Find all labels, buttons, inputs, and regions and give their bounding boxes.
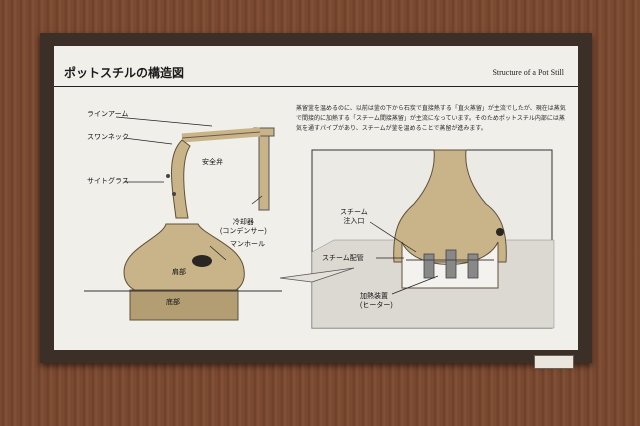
heater-tube-1	[423, 253, 435, 279]
wall-plate	[534, 355, 574, 369]
pot-still-diagram	[84, 116, 555, 329]
heater-tube-2	[445, 249, 457, 279]
label-condenser: 冷却器 (コンデンサー)	[220, 219, 267, 235]
still-base-shape	[129, 289, 239, 321]
inset-still-shape	[393, 149, 507, 263]
sign-title-en: Structure of a Pot Still	[492, 68, 564, 77]
label-lyne-arm: ラインアーム	[87, 111, 129, 118]
heater-tube-3	[467, 253, 479, 279]
swan-neck-shape	[171, 139, 191, 219]
label-bottom: 底部	[166, 299, 180, 306]
label-sight-glass: サイトグラス	[87, 178, 129, 185]
sign-title-jp: ポットスチルの構造図	[64, 66, 185, 80]
leader-lyne-arm	[115, 116, 213, 127]
label-heater: 加熱装置 (ヒーター)	[360, 293, 393, 309]
sign-description: 蒸留釜を温めるのに、以前は釜の下から石炭で直接熱する「直火蒸留」が主流でしたが、…	[296, 106, 566, 132]
label-steam-inlet: スチーム 注入口	[340, 209, 368, 225]
zoom-wedge	[279, 267, 355, 283]
label-safety-valve: 安全弁	[202, 159, 223, 166]
label-shoulder: 肩部	[172, 269, 186, 276]
label-steam-pipe: スチーム配管	[322, 255, 364, 262]
condenser-shape	[258, 131, 270, 211]
sign-header: ポットスチルの構造図 Structure of a Pot Still	[54, 60, 578, 87]
leader-heater	[391, 275, 439, 295]
leader-steam-inlet	[369, 221, 417, 253]
lyne-arm-outline	[181, 131, 261, 139]
leader-manhole	[209, 245, 227, 261]
label-swan-neck: スワンネック	[87, 134, 129, 141]
leader-condenser	[251, 195, 263, 205]
sight-glass-dot	[166, 174, 170, 178]
manhole-shape	[192, 255, 212, 267]
leader-swan-neck	[123, 137, 173, 145]
inset-manhole-dot	[496, 228, 504, 236]
sign-panel: ポットスチルの構造図 Structure of a Pot Still 蒸留釜を…	[54, 46, 578, 350]
label-manhole: マンホール	[230, 241, 265, 248]
valve-dot	[172, 192, 176, 196]
